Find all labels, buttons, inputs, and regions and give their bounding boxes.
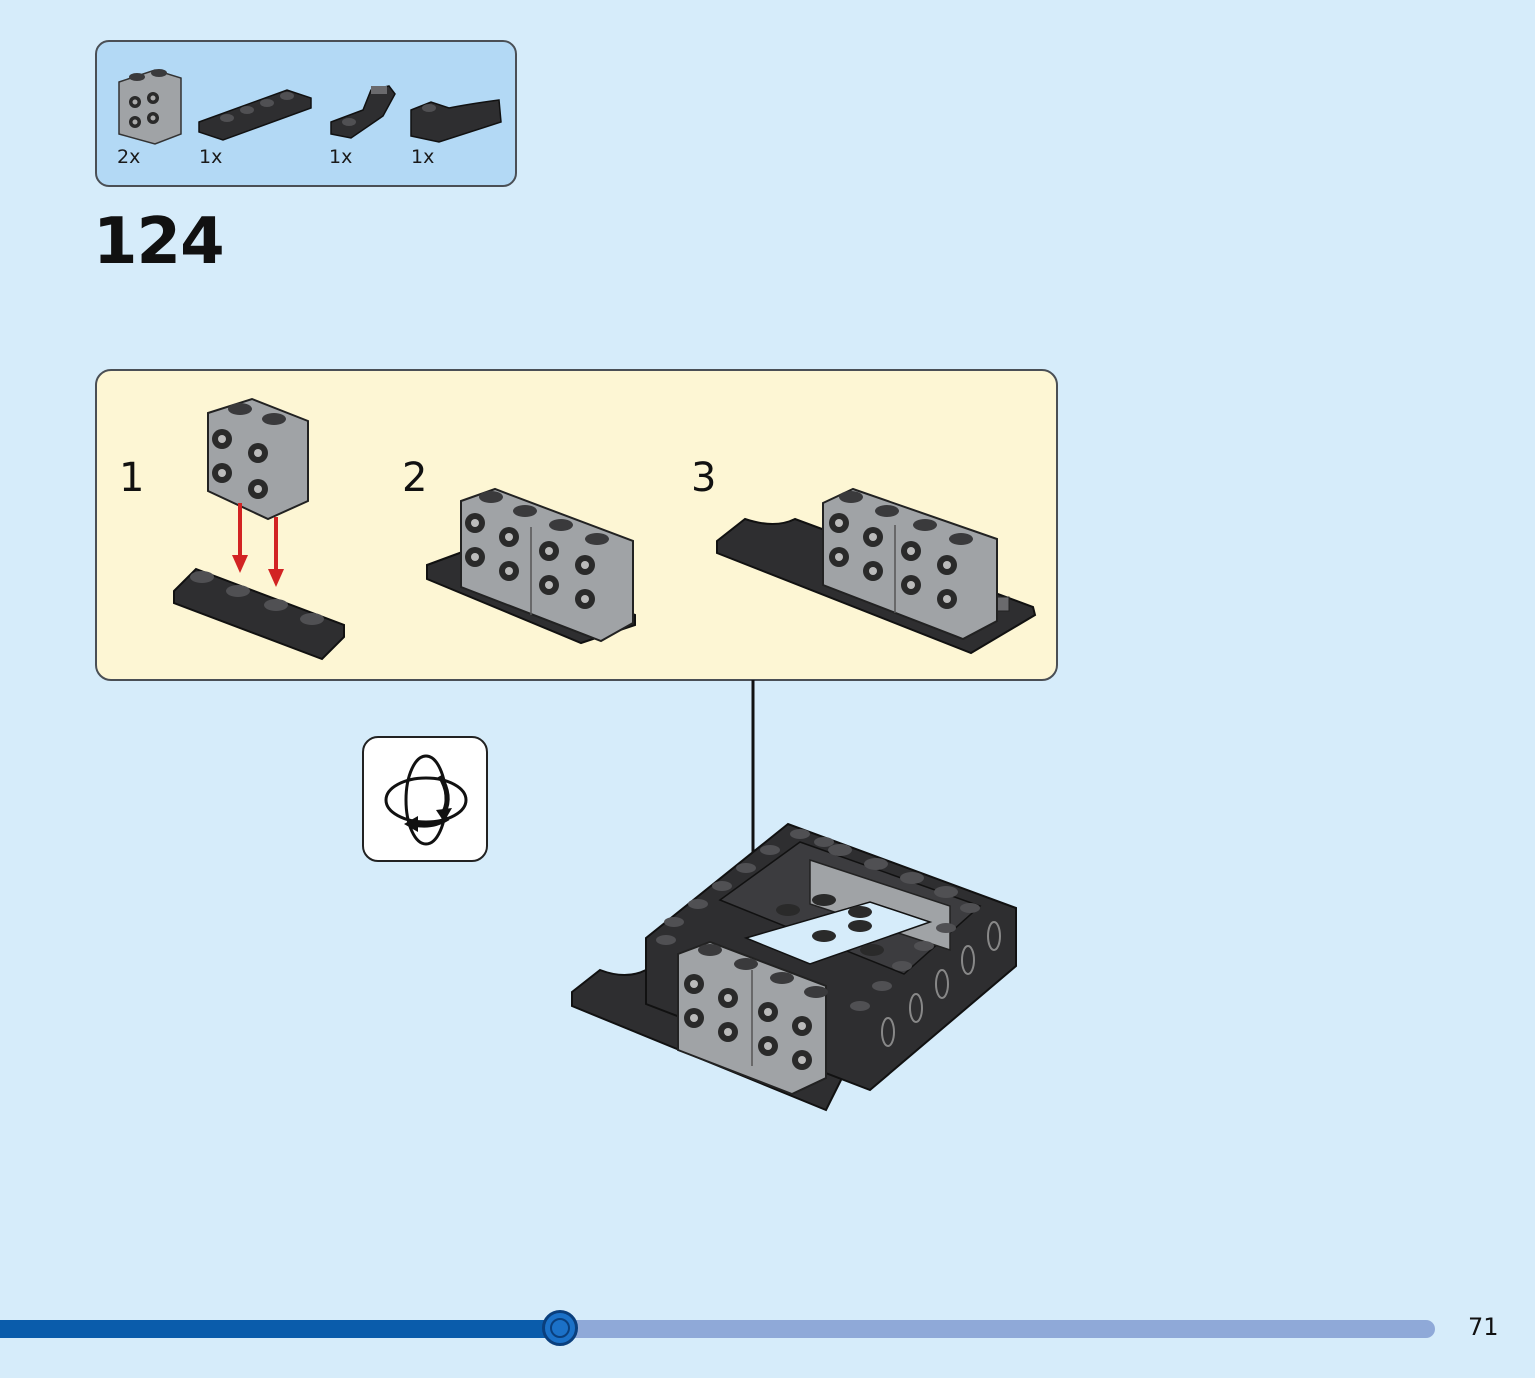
- substep-label-1: 1: [119, 455, 145, 501]
- step-number: 124: [93, 205, 225, 279]
- black-curved-slope-icon: [410, 99, 502, 143]
- substep-1-illustration: [173, 397, 345, 661]
- black-1x4-plate-icon: [198, 89, 312, 141]
- black-bracket-plate-icon: [330, 85, 396, 139]
- substep-3-illustration: [716, 487, 1037, 655]
- substep-label-3: 3: [691, 455, 717, 501]
- substep-2-illustration: [426, 487, 636, 645]
- parts-list-panel: 2x 1x 1x 1x: [95, 40, 517, 187]
- substeps-panel: 1 2 3: [95, 369, 1058, 681]
- part-quantity: 2x: [117, 146, 141, 168]
- rotate-icon: [384, 754, 468, 846]
- page-number: 71: [1468, 1313, 1499, 1341]
- part-quantity: 1x: [199, 146, 223, 168]
- part-quantity: 1x: [411, 146, 435, 168]
- part-quantity: 1x: [329, 146, 353, 168]
- gray-2x2-side-stud-brick-icon: [118, 69, 182, 145]
- red-placement-arrow: [232, 503, 284, 587]
- substep-label-2: 2: [402, 455, 428, 501]
- main-model-illustration: [571, 822, 1017, 1112]
- progress-fill: [0, 1320, 560, 1338]
- progress-knob: [542, 1310, 578, 1346]
- rotate-model-indicator: [362, 736, 488, 862]
